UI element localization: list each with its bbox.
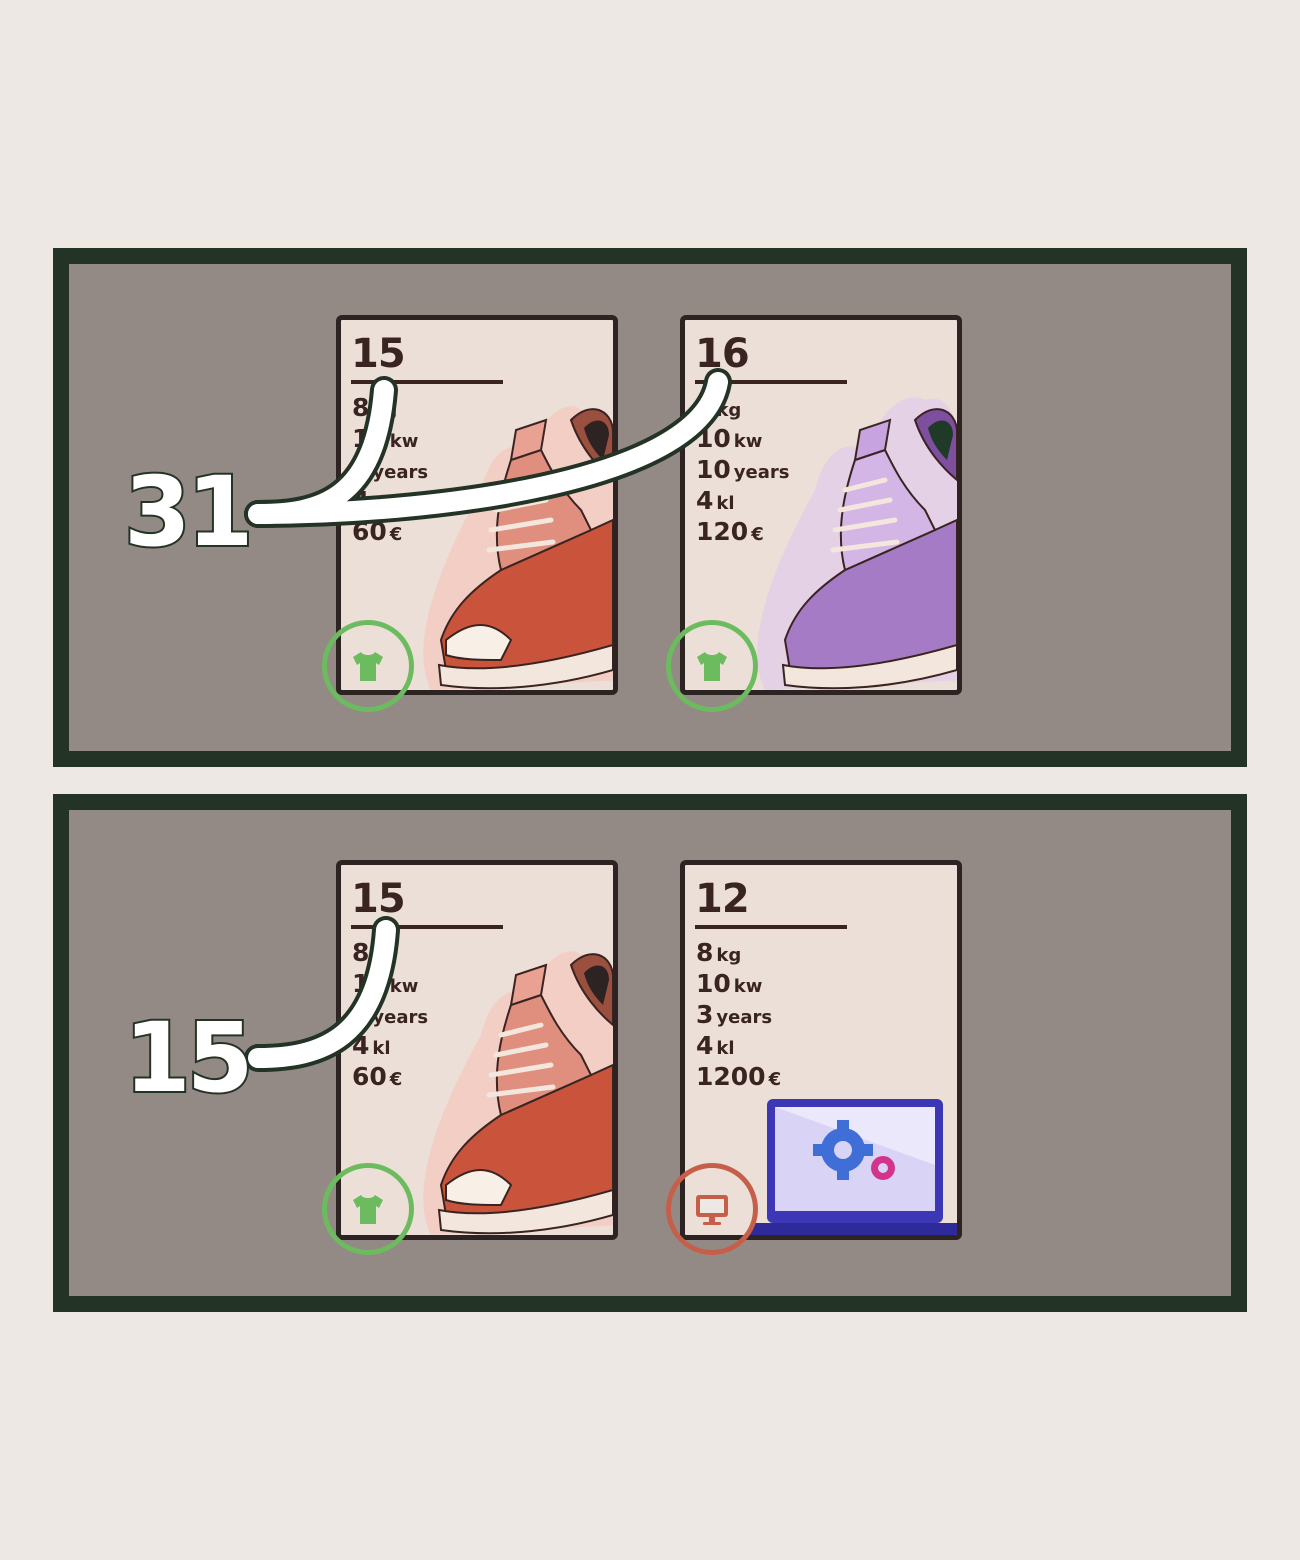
divider bbox=[695, 925, 847, 929]
category-badge bbox=[322, 1163, 414, 1255]
row-2-total-score: 15 bbox=[122, 1002, 256, 1114]
card-number: 12 bbox=[695, 876, 750, 922]
tshirt-icon bbox=[353, 1195, 383, 1224]
divider bbox=[695, 380, 847, 384]
monitor-icon bbox=[696, 1195, 728, 1225]
stat-price: 60€ bbox=[352, 517, 403, 546]
stat-price: 1200€ bbox=[696, 1062, 782, 1091]
tshirt-icon bbox=[353, 652, 383, 681]
divider bbox=[351, 925, 503, 929]
tshirt-icon bbox=[697, 652, 727, 681]
stat-price: 60€ bbox=[352, 1062, 403, 1091]
stat-price: 120€ bbox=[696, 517, 764, 546]
card-number: 15 bbox=[351, 331, 406, 377]
category-badge bbox=[666, 1163, 758, 1255]
card-number: 16 bbox=[695, 331, 750, 377]
row-1-total-score: 31 bbox=[122, 456, 256, 568]
category-badge bbox=[322, 620, 414, 712]
category-badge bbox=[666, 620, 758, 712]
divider bbox=[351, 380, 503, 384]
card-number: 15 bbox=[351, 876, 406, 922]
